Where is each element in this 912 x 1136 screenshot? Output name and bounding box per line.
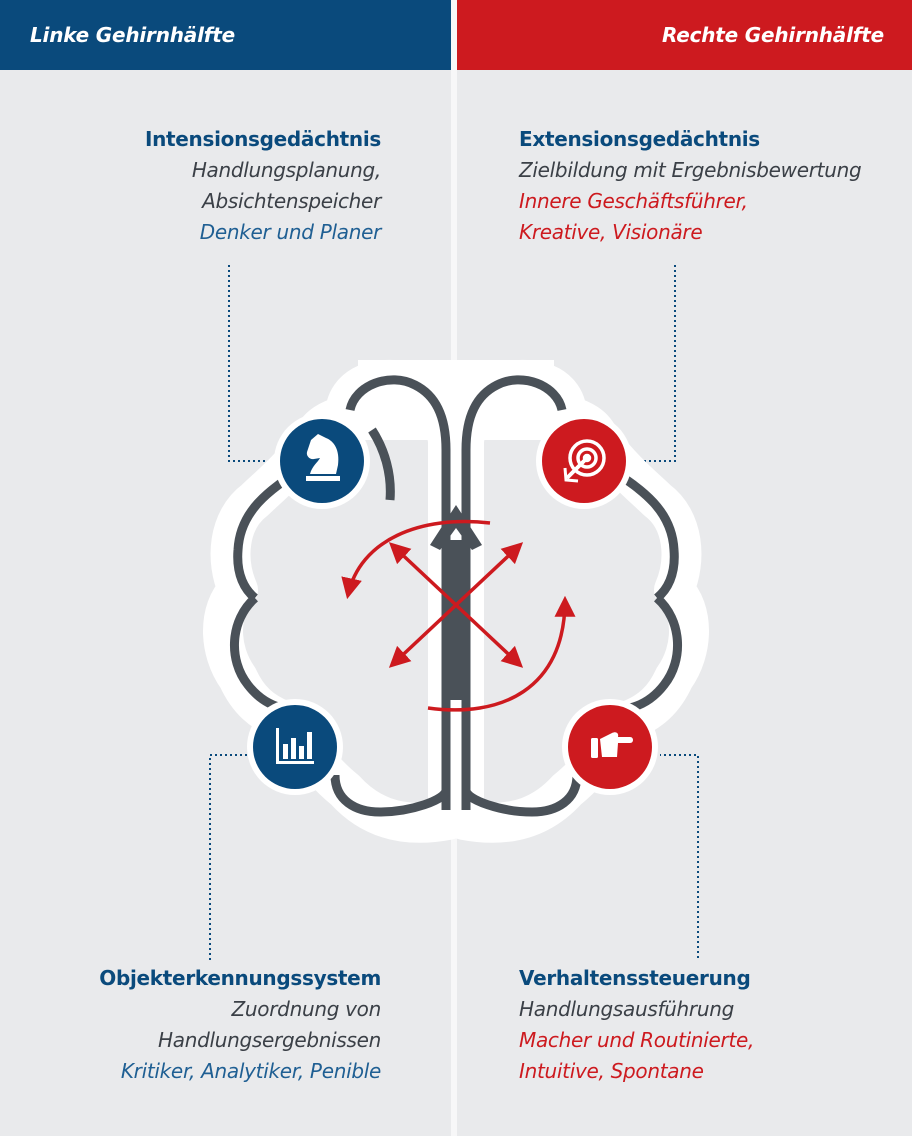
cross-arrows xyxy=(388,542,524,668)
extension-memory-types-2: Kreative, Visionäre xyxy=(519,220,703,244)
behavior-control-line-1: Handlungsausführung xyxy=(519,997,735,1021)
right-hemisphere-title: Rechte Gehirnhälfte xyxy=(662,23,884,47)
object-recognition-block: Objekterkennungssystem Zuordnung von Han… xyxy=(99,963,381,1087)
extension-memory-types-1: Innere Geschäftsführer, xyxy=(519,189,748,213)
brain-outline xyxy=(229,375,683,817)
intension-memory-types: Denker und Planer xyxy=(199,220,382,244)
behavior-control-types-2: Intuitive, Spontane xyxy=(519,1059,704,1083)
left-hemisphere-title: Linke Gehirnhälfte xyxy=(30,23,235,47)
intension-memory-line-1: Handlungsplanung, xyxy=(191,158,381,182)
behavior-control-block: Verhaltenssteuerung Handlungsausführung … xyxy=(519,963,754,1087)
extension-memory-line-1: Zielbildung mit Ergebnisbewertung xyxy=(519,158,862,182)
extension-memory-block: Extensionsgedächtnis Zielbildung mit Erg… xyxy=(519,124,862,248)
connector-lines xyxy=(209,265,272,960)
extension-memory-title: Extensionsgedächtnis xyxy=(519,127,760,151)
pointing-hand-icon xyxy=(591,732,633,758)
left-hemisphere-header: Linke Gehirnhälfte xyxy=(0,0,451,70)
connector-top-right xyxy=(640,265,676,462)
behavior-control-title: Verhaltenssteuerung xyxy=(519,966,751,990)
object-recognition-line-1: Zuordnung von xyxy=(231,997,382,1021)
rotation-arrows xyxy=(341,519,576,712)
intension-memory-block: Intensionsgedächtnis Handlungsplanung, A… xyxy=(145,124,381,248)
right-hemisphere-header: Rechte Gehirnhälfte xyxy=(457,0,912,70)
chess-knight-icon xyxy=(306,434,340,481)
behavior-control-types-1: Macher und Routinierte, xyxy=(519,1028,755,1052)
intension-memory-title: Intensionsgedächtnis xyxy=(144,127,381,151)
target-icon xyxy=(563,439,606,483)
connector-top-left xyxy=(228,265,272,462)
object-recognition-types: Kritiker, Analytiker, Penible xyxy=(120,1059,381,1083)
object-recognition-title: Objekterkennungssystem xyxy=(99,966,381,990)
connector-bottom-right xyxy=(660,754,699,958)
connector-bottom-left xyxy=(209,754,248,960)
bar-chart-icon xyxy=(276,728,314,764)
intension-memory-line-2: Absichtenspeicher xyxy=(202,189,381,213)
object-recognition-line-2: Handlungsergebnissen xyxy=(158,1028,381,1052)
